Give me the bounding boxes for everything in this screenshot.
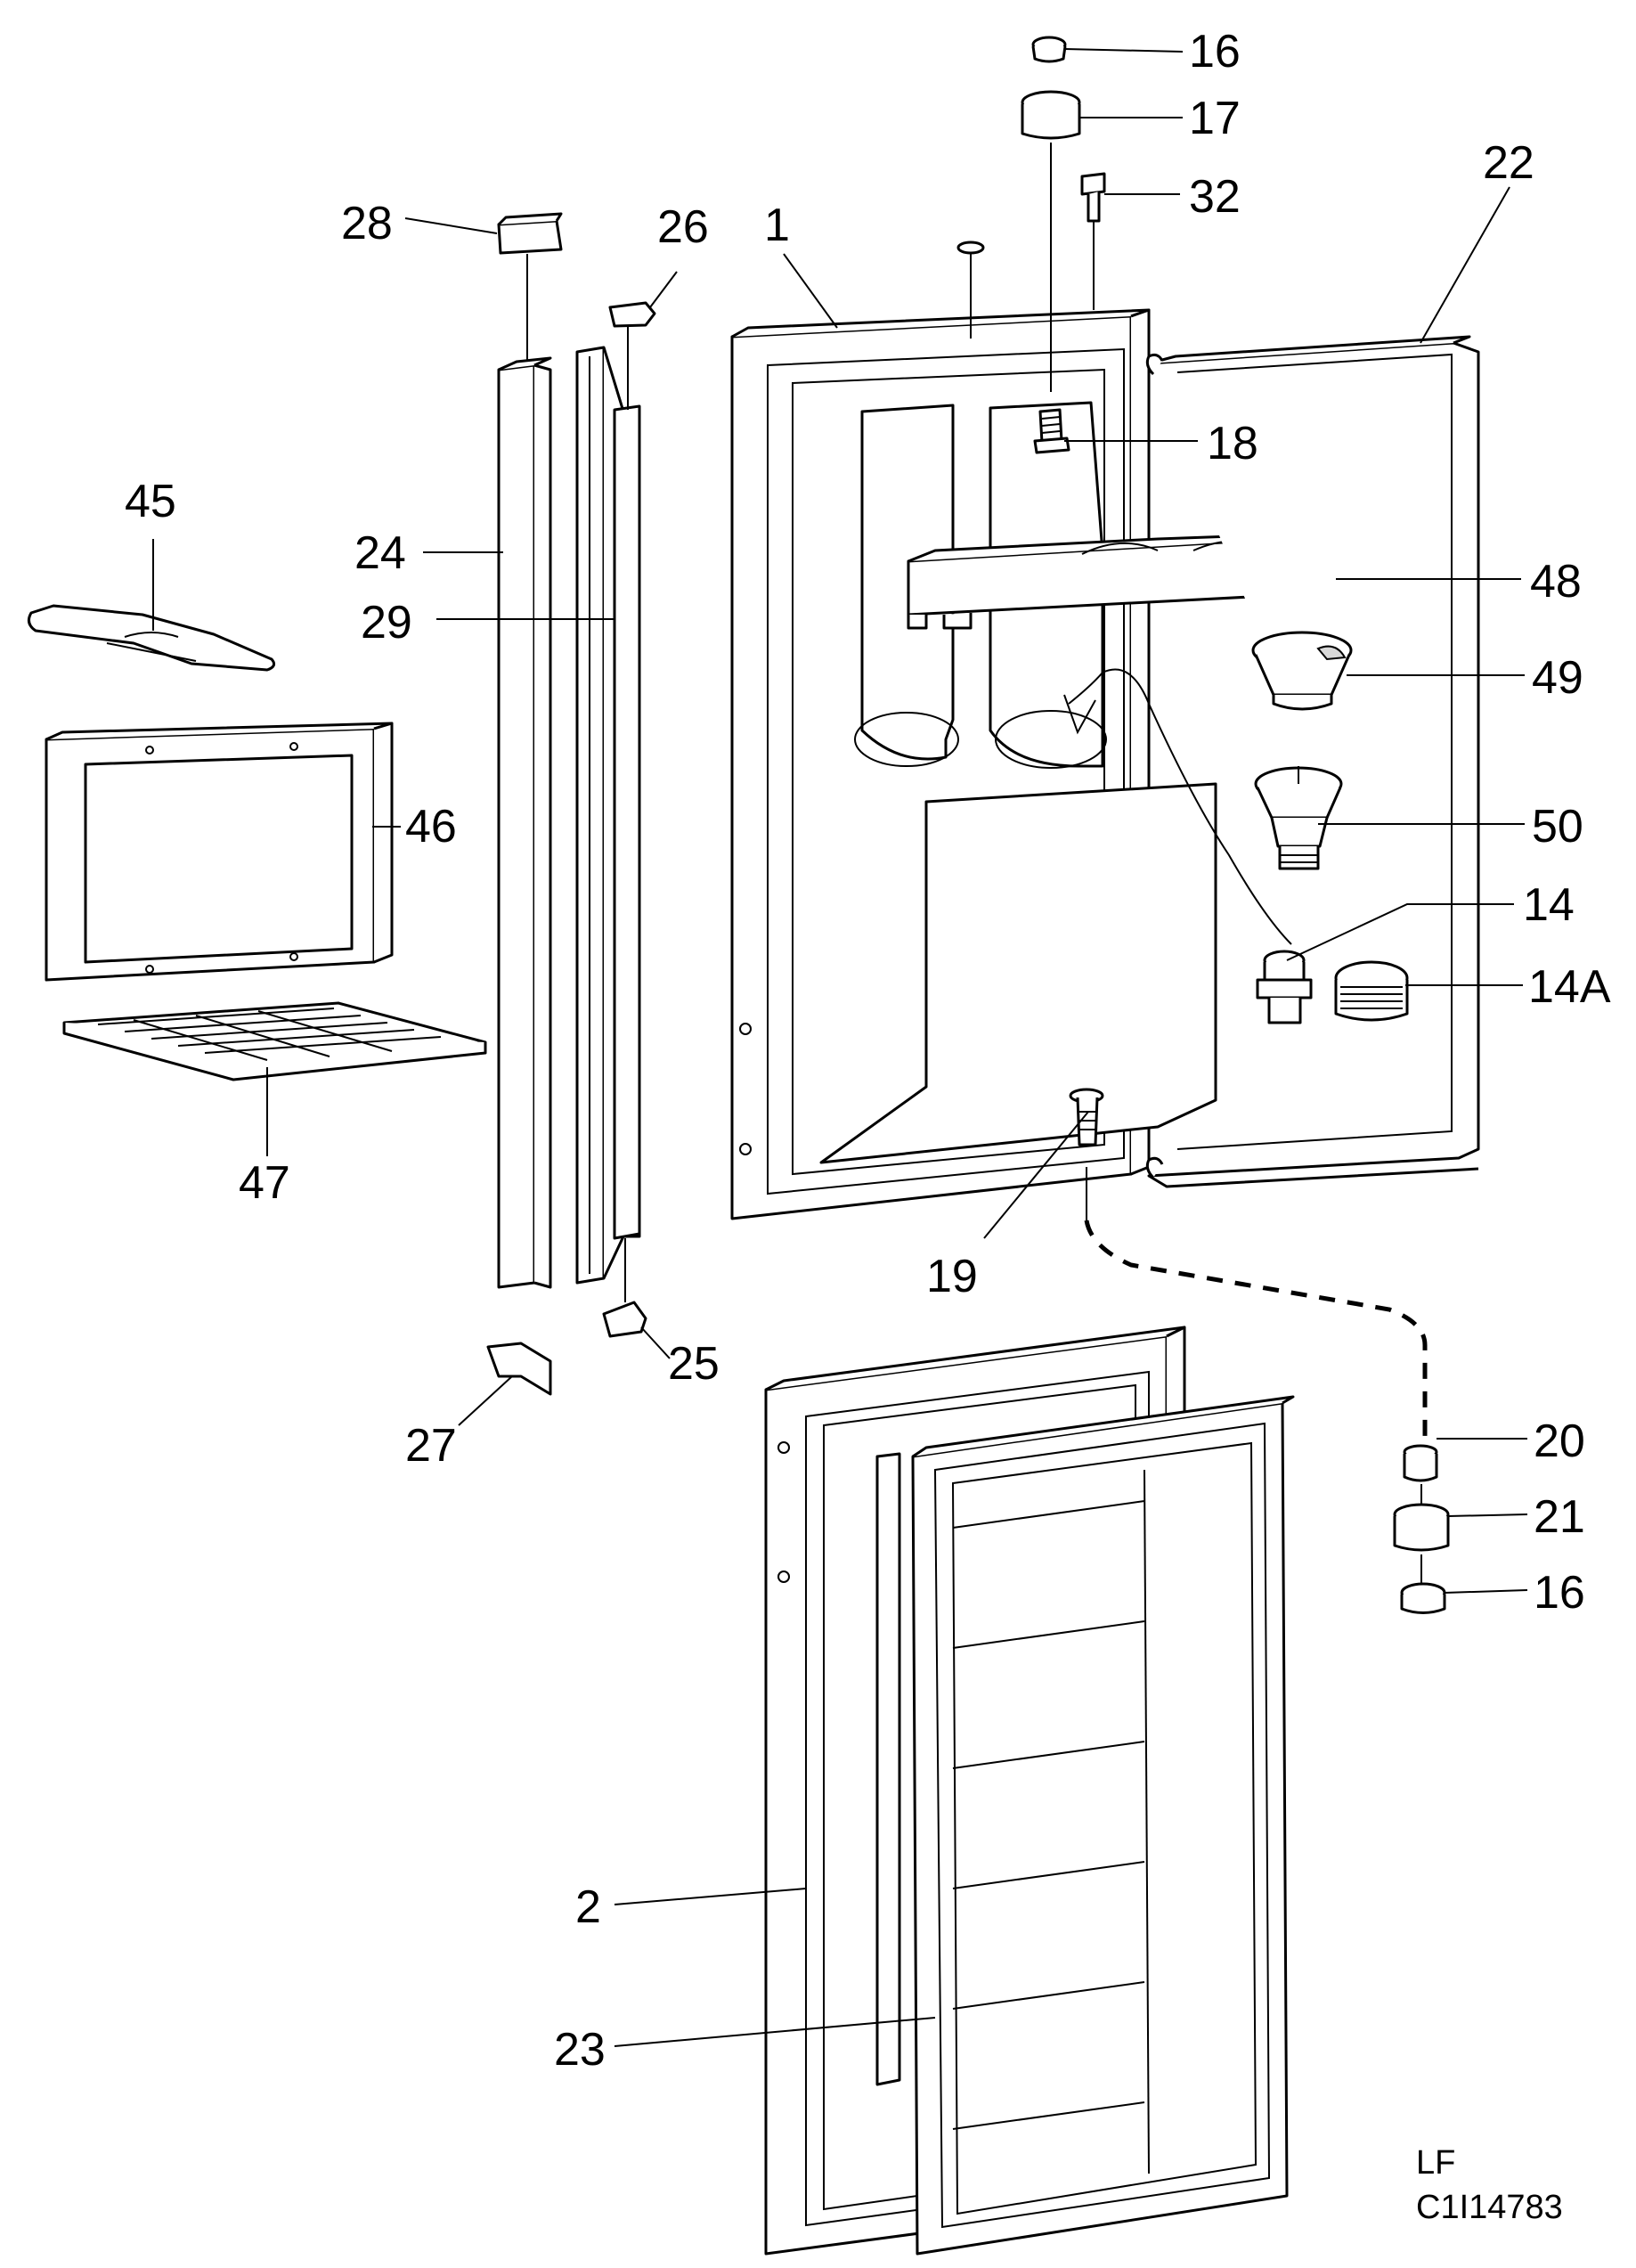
part-20-spacer: [1403, 1444, 1438, 1482]
part-47-grille: [62, 1001, 487, 1081]
callout-18: 18: [1207, 418, 1258, 469]
callout-22: 22: [1483, 137, 1534, 189]
callout-28: 28: [341, 198, 393, 249]
callout-32: 32: [1189, 171, 1241, 223]
callout-16-bottom: 16: [1534, 1567, 1585, 1619]
callout-14a: 14A: [1528, 961, 1611, 1013]
part-45-clip: [27, 604, 276, 672]
callout-17: 17: [1189, 93, 1241, 144]
part-50-valve: [1254, 766, 1343, 870]
door-plug: [956, 241, 985, 255]
leader-25: [640, 1326, 671, 1359]
part-27-cap: [486, 1342, 552, 1396]
part-1-upper-door: [730, 308, 1217, 1220]
callout-49: 49: [1532, 652, 1583, 704]
leader-26: [649, 271, 678, 308]
leader-16-bottom: [1444, 1589, 1528, 1594]
part-18-screw: [1033, 408, 1070, 454]
part-14a-nut: [1334, 960, 1409, 1022]
part-29-seal: [575, 346, 641, 1285]
callout-23: 23: [554, 2024, 606, 2076]
callout-24: 24: [354, 527, 406, 579]
part-16-cap-top: [1031, 36, 1067, 63]
leader-28: [404, 217, 498, 234]
part-25-endpiece: [602, 1301, 647, 1338]
part-23-door-frame: [911, 1395, 1295, 2256]
callout-14: 14: [1523, 879, 1575, 931]
leader-22: [1420, 186, 1510, 344]
part-21-bushing: [1393, 1503, 1450, 1552]
part-46-frame: [45, 722, 394, 982]
callout-45: 45: [125, 476, 176, 527]
callout-2: 2: [575, 1881, 601, 1933]
leader-1: [783, 253, 838, 329]
leader-23: [614, 2017, 936, 2047]
callout-48: 48: [1530, 556, 1582, 608]
part-49-cup: [1251, 631, 1353, 711]
callout-19: 19: [926, 1251, 978, 1302]
callout-25: 25: [668, 1338, 720, 1390]
dashed-path: [1084, 1220, 1428, 1448]
flow-arrow: [1068, 668, 1292, 945]
part-16-cap-bottom: [1400, 1582, 1446, 1614]
leader-21: [1447, 1513, 1528, 1517]
part-24-profile: [497, 356, 552, 1289]
callout-26: 26: [657, 201, 709, 253]
drawing-code-line2: C1I14783: [1416, 2189, 1563, 2226]
leader-19: [983, 1111, 1089, 1239]
part-14-fitting: [1256, 950, 1313, 1024]
leader-14: [1286, 903, 1514, 961]
callout-46: 46: [405, 801, 457, 853]
part-22-gasket: [1145, 335, 1480, 1188]
flow-arrow-head: [1063, 694, 1096, 735]
callout-1: 1: [764, 200, 790, 251]
drawing-code-line1: LF: [1416, 2144, 1455, 2182]
callout-27: 27: [405, 1420, 457, 1472]
part-32-bolt: [1080, 172, 1106, 223]
callout-29: 29: [361, 597, 412, 649]
callout-21: 21: [1534, 1491, 1585, 1543]
leader-27: [458, 1375, 513, 1426]
part-19-screw: [1069, 1088, 1104, 1146]
callout-20: 20: [1534, 1415, 1585, 1467]
leader-16-top: [1064, 48, 1184, 53]
part-26-endpiece: [608, 301, 656, 328]
part-17-bushing: [1021, 90, 1081, 140]
leader-2: [614, 1888, 807, 1905]
callout-50: 50: [1532, 801, 1583, 853]
callout-16-top: 16: [1189, 26, 1241, 78]
part-28-cap: [497, 212, 563, 255]
callout-47: 47: [239, 1157, 290, 1209]
